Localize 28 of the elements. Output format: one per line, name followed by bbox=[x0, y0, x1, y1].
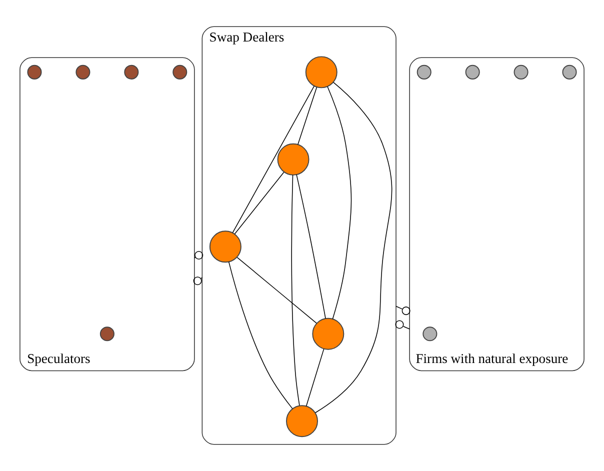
connector bbox=[234, 172, 284, 234]
node-circle bbox=[465, 64, 480, 80]
node-circle bbox=[100, 326, 114, 342]
connector bbox=[395, 320, 410, 330]
connector bbox=[298, 86, 318, 145]
node-circle bbox=[209, 230, 242, 263]
connector bbox=[232, 86, 315, 233]
node-circle bbox=[277, 143, 310, 176]
connector bbox=[314, 82, 392, 414]
node-circle bbox=[312, 318, 344, 350]
node-circle bbox=[514, 64, 528, 80]
node-circle bbox=[76, 64, 90, 80]
node-circle bbox=[27, 64, 42, 80]
connector bbox=[291, 174, 300, 406]
node-circle bbox=[562, 64, 577, 80]
connector bbox=[396, 306, 410, 316]
node-circle bbox=[305, 56, 338, 88]
connector bbox=[296, 174, 326, 319]
node-circle bbox=[286, 405, 318, 438]
node-circle bbox=[172, 64, 188, 80]
node-circle bbox=[124, 64, 139, 80]
node-circle bbox=[422, 326, 438, 342]
connector bbox=[228, 261, 293, 409]
connector bbox=[236, 257, 317, 324]
connector bbox=[327, 86, 352, 320]
cluster: Firms with natural exposure bbox=[409, 57, 584, 372]
node-circle bbox=[416, 64, 432, 80]
connector bbox=[306, 348, 324, 406]
